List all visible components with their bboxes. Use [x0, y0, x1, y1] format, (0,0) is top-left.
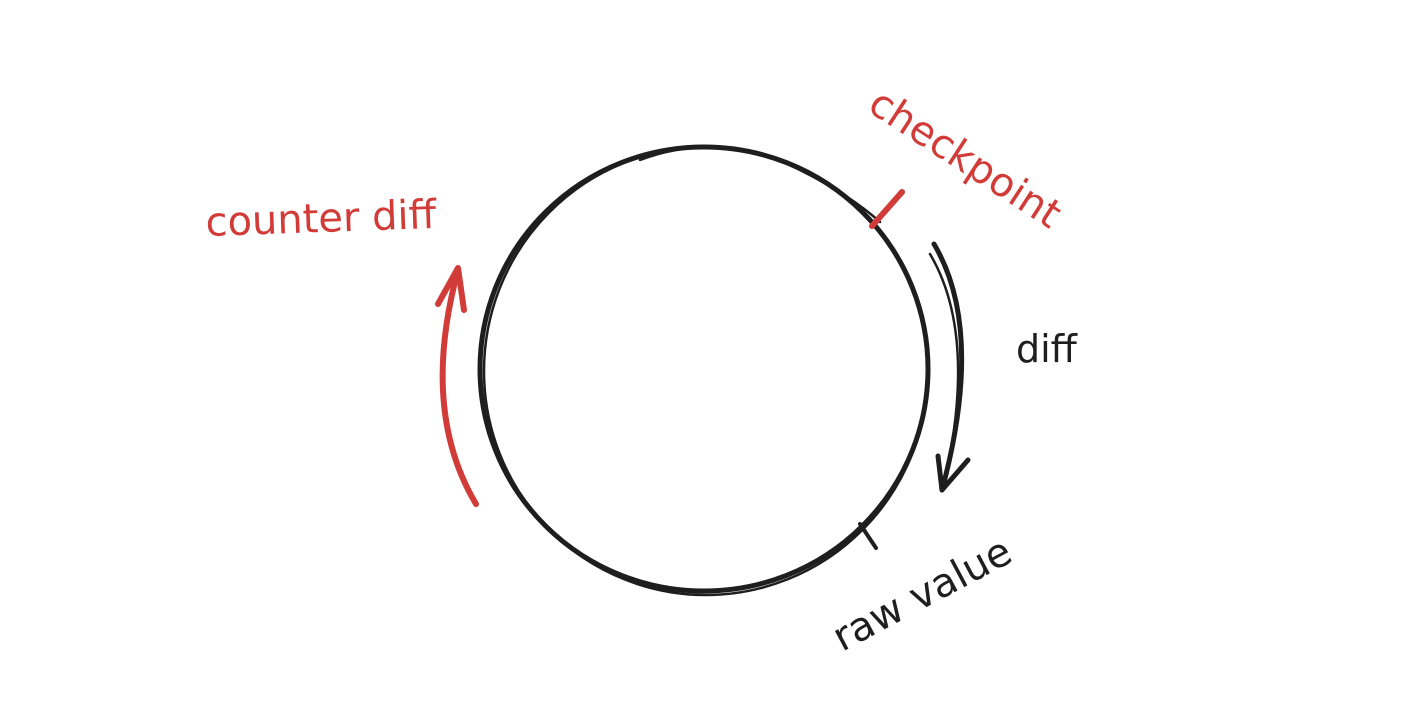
- diff-arrow-shaft-sketch: [928, 252, 960, 486]
- ring: [477, 144, 931, 597]
- counter-diff-arrow-shaft: [439, 267, 479, 507]
- diff-arrow: [928, 241, 971, 493]
- raw-value-marker: [858, 522, 878, 550]
- counter-diff-arrow: [435, 265, 479, 507]
- raw-value-label: raw value: [825, 528, 1019, 660]
- diff-arrow-head: [935, 453, 971, 493]
- checkpoint-label: checkpoint: [861, 80, 1070, 238]
- diff-label: diff: [1016, 327, 1078, 371]
- counter-diff-label: counter diff: [205, 192, 439, 246]
- ring-sketch-overstroke: [638, 145, 882, 224]
- checkpoint-marker: [869, 189, 905, 229]
- counter-diff-arrow-head: [435, 265, 467, 313]
